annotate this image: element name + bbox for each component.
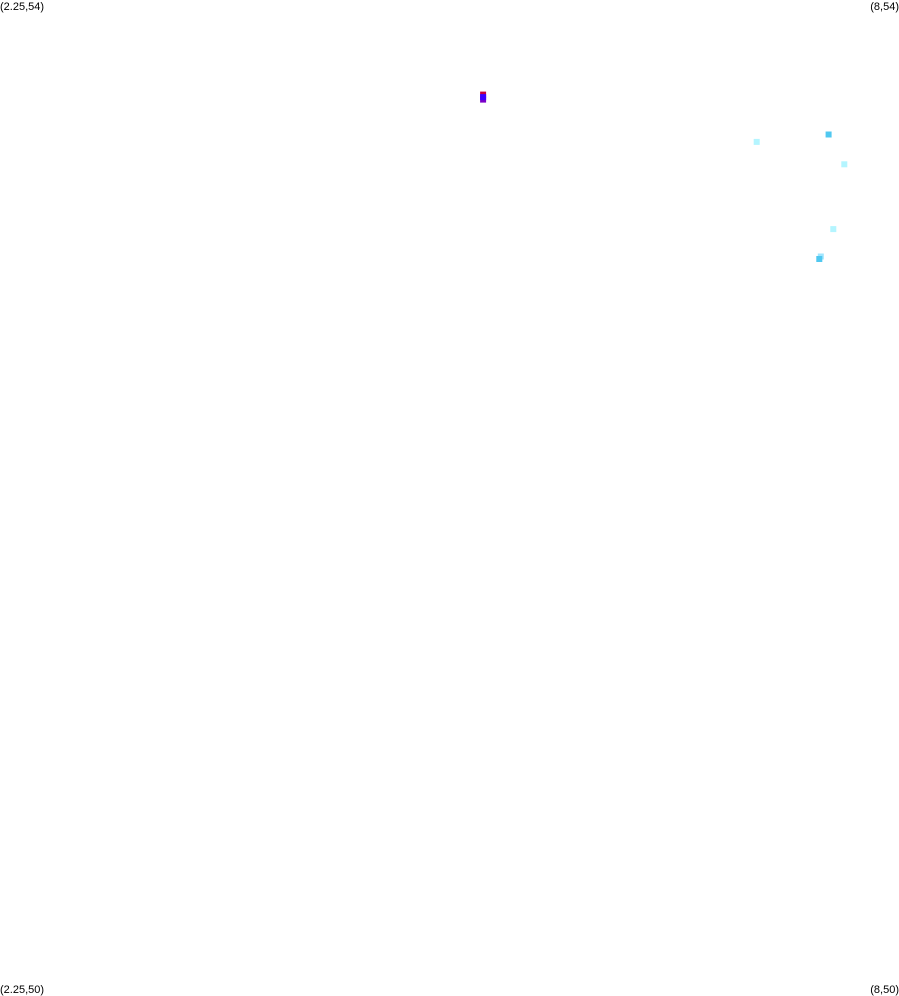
map-point-4: [825, 131, 832, 138]
map-point-5: [841, 161, 848, 168]
top-left-coordinate-label: (2.25,54): [0, 1, 45, 13]
map-point-8: [816, 256, 823, 262]
bottom-right-coordinate-label: (8,50): [870, 984, 899, 996]
map-point-2: [480, 94, 487, 101]
bottom-left-coordinate-label: (2.25,50): [0, 984, 45, 996]
map-point-3: [753, 138, 760, 145]
map-point-6: [830, 226, 837, 233]
top-right-coordinate-label: (8,54): [870, 1, 899, 13]
